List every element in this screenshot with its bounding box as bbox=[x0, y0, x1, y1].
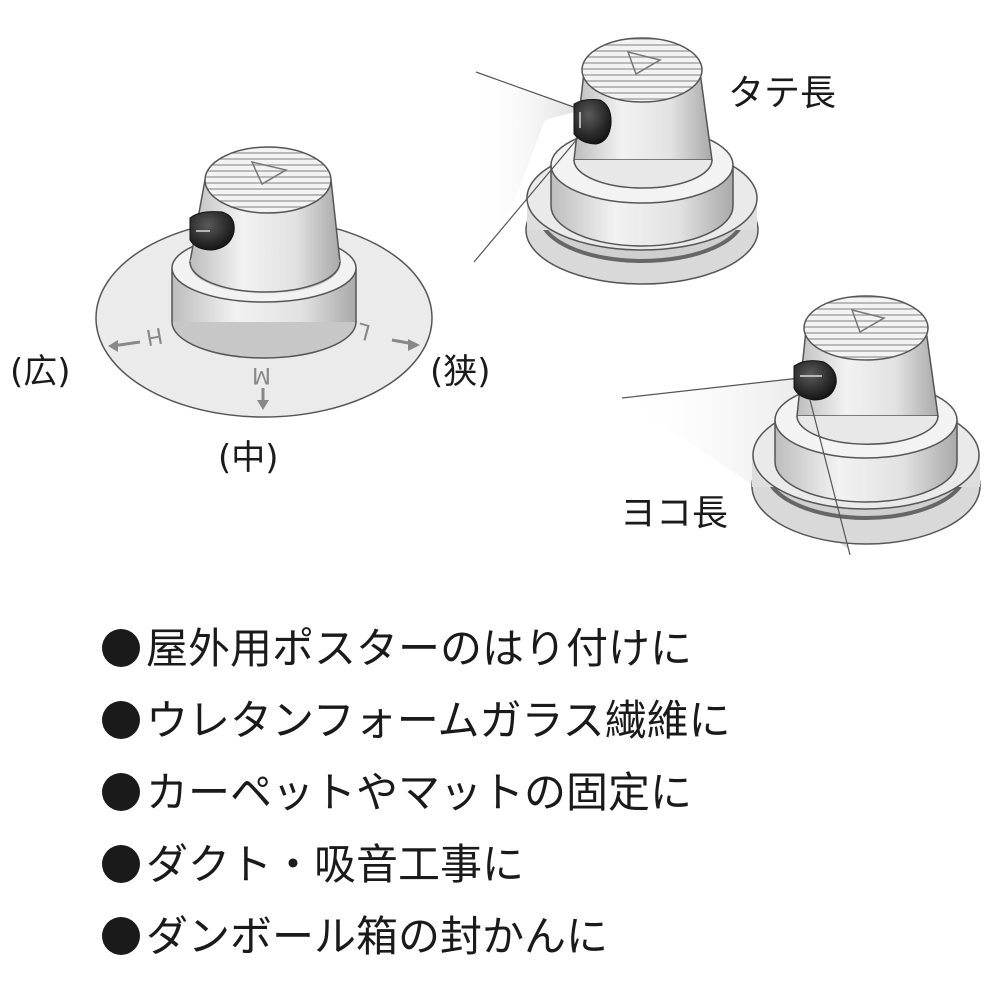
bullet-icon bbox=[102, 700, 140, 739]
list-item: カーペットやマットの固定に bbox=[102, 764, 731, 836]
use-text: 屋外用ポスターのはり付けに bbox=[146, 624, 693, 673]
knob-horizontal-icon[interactable] bbox=[793, 360, 837, 401]
label-vertical: タテ長 bbox=[728, 73, 837, 114]
bullet-icon bbox=[102, 916, 140, 955]
left-device bbox=[95, 146, 433, 418]
dial-letter-m: M bbox=[252, 362, 271, 387]
usage-list: 屋外用ポスターのはり付けに ウレタンフォームガラス繊維に カーペットやマットの固… bbox=[102, 620, 731, 980]
label-narrow: (狭) bbox=[430, 352, 491, 392]
knob-icon[interactable] bbox=[189, 211, 235, 251]
list-item: 屋外用ポスターのはり付けに bbox=[102, 620, 731, 692]
bullet-icon bbox=[102, 628, 140, 667]
label-horizontal: ヨコ長 bbox=[620, 493, 729, 534]
bullet-icon bbox=[102, 844, 140, 883]
horizontal-device bbox=[621, 295, 981, 556]
knob-vertical-icon[interactable] bbox=[573, 99, 612, 145]
label-wide: (広) bbox=[10, 352, 71, 392]
bullet-icon bbox=[102, 772, 140, 811]
use-text: カーペットやマットの固定に bbox=[146, 768, 693, 817]
vertical-device bbox=[473, 37, 759, 285]
illustration bbox=[95, 37, 981, 556]
list-item: ダクト・吸音工事に bbox=[102, 836, 731, 908]
label-medium: (中) bbox=[218, 438, 279, 478]
list-item: ダンボール箱の封かんに bbox=[102, 908, 731, 980]
use-text: ウレタンフォームガラス繊維に bbox=[146, 696, 731, 745]
use-text: ダンボール箱の封かんに bbox=[146, 912, 609, 961]
list-item: ウレタンフォームガラス繊維に bbox=[102, 692, 731, 764]
use-text: ダクト・吸音工事に bbox=[146, 840, 525, 889]
